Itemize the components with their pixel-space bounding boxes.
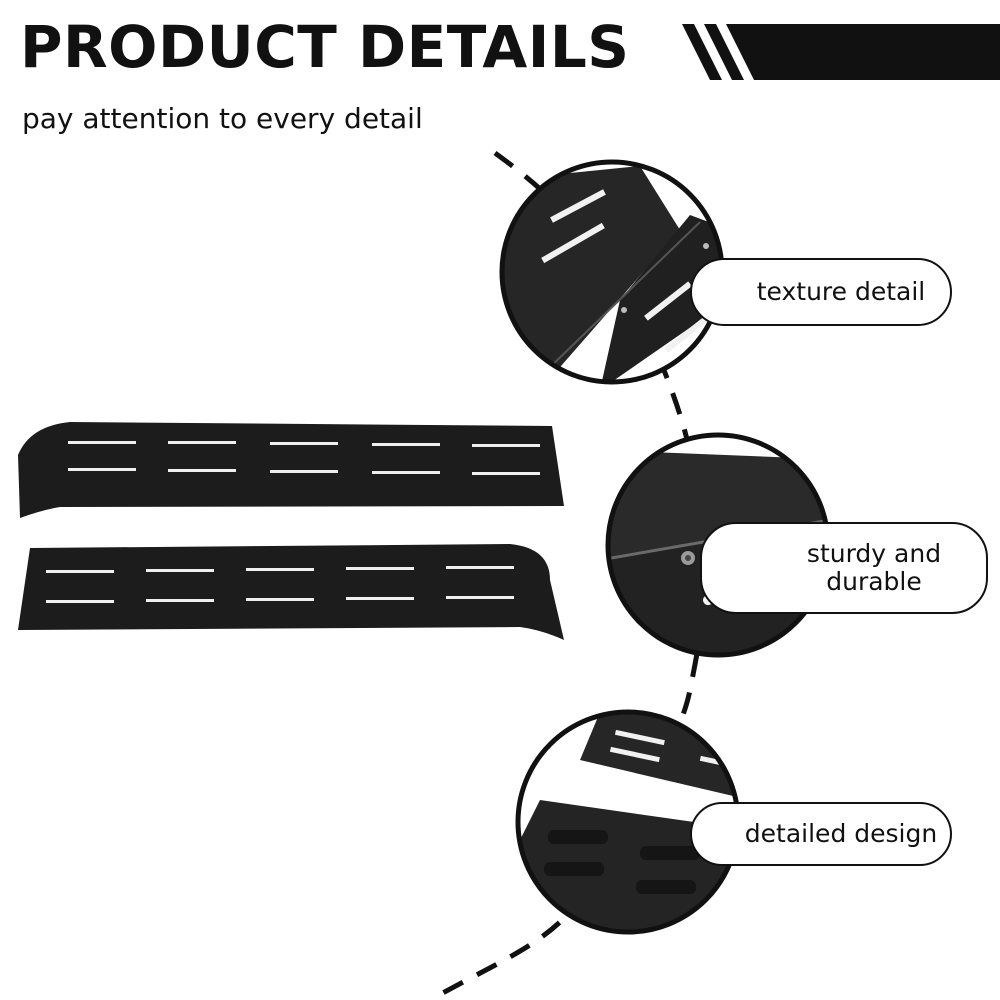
- header-stripe-decoration: [682, 24, 1000, 80]
- callout-detailed-design: detailed design: [690, 802, 952, 866]
- page-subtitle: pay attention to every detail: [22, 102, 423, 135]
- page-title: PRODUCT DETAILS: [20, 13, 630, 81]
- callout-texture-detail: texture detail: [690, 258, 952, 326]
- callout-text-line1: sturdy and: [806, 539, 942, 568]
- callout-text-line2: durable: [826, 567, 922, 596]
- callout-text: texture detail: [756, 277, 926, 306]
- callout-sturdy-durable: sturdy and durable: [700, 522, 988, 614]
- detail-circle-texture: [499, 159, 725, 385]
- step-panel-lower: [18, 544, 564, 640]
- callout-text: detailed design: [744, 819, 938, 848]
- step-panel-upper: [18, 422, 564, 518]
